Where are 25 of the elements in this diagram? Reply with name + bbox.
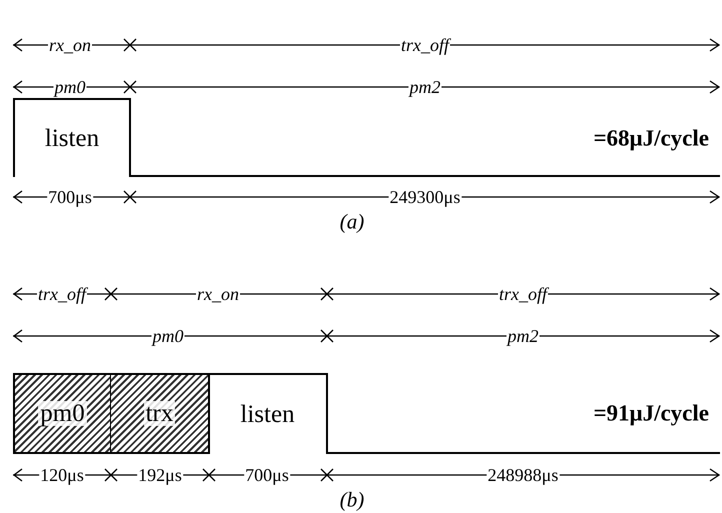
hatched-state-box [111, 373, 210, 454]
interval-label: trx_off [498, 285, 548, 303]
interval-label: trx_off [400, 36, 450, 54]
state-name: listen [44, 126, 100, 151]
state-box [209, 373, 328, 454]
duration-label: 120μs [39, 466, 85, 484]
state-name: pm0 [38, 401, 87, 426]
state-box [13, 98, 131, 177]
energy-label: =91μJ/cycle [592, 402, 710, 424]
interval-label: pm2 [408, 78, 442, 96]
energy-label: =68μJ/cycle [592, 126, 710, 150]
duration-label: 192μs [137, 466, 183, 484]
panel-caption: (a) [338, 212, 366, 232]
interval-label: trx_off [37, 285, 87, 303]
duration-label: 700μs [244, 466, 290, 484]
duration-label: 248988μs [486, 466, 560, 484]
interval-label: pm0 [152, 327, 184, 345]
state-name: trx [144, 401, 176, 426]
interval-label: pm0 [54, 78, 86, 96]
state-name: listen [240, 402, 295, 427]
duration-label: 249300μs [388, 188, 462, 206]
duration-label: 700μs [47, 188, 93, 206]
interval-label: pm2 [506, 327, 540, 345]
panel-caption: (b) [338, 490, 366, 510]
hatched-state-box [13, 373, 112, 454]
